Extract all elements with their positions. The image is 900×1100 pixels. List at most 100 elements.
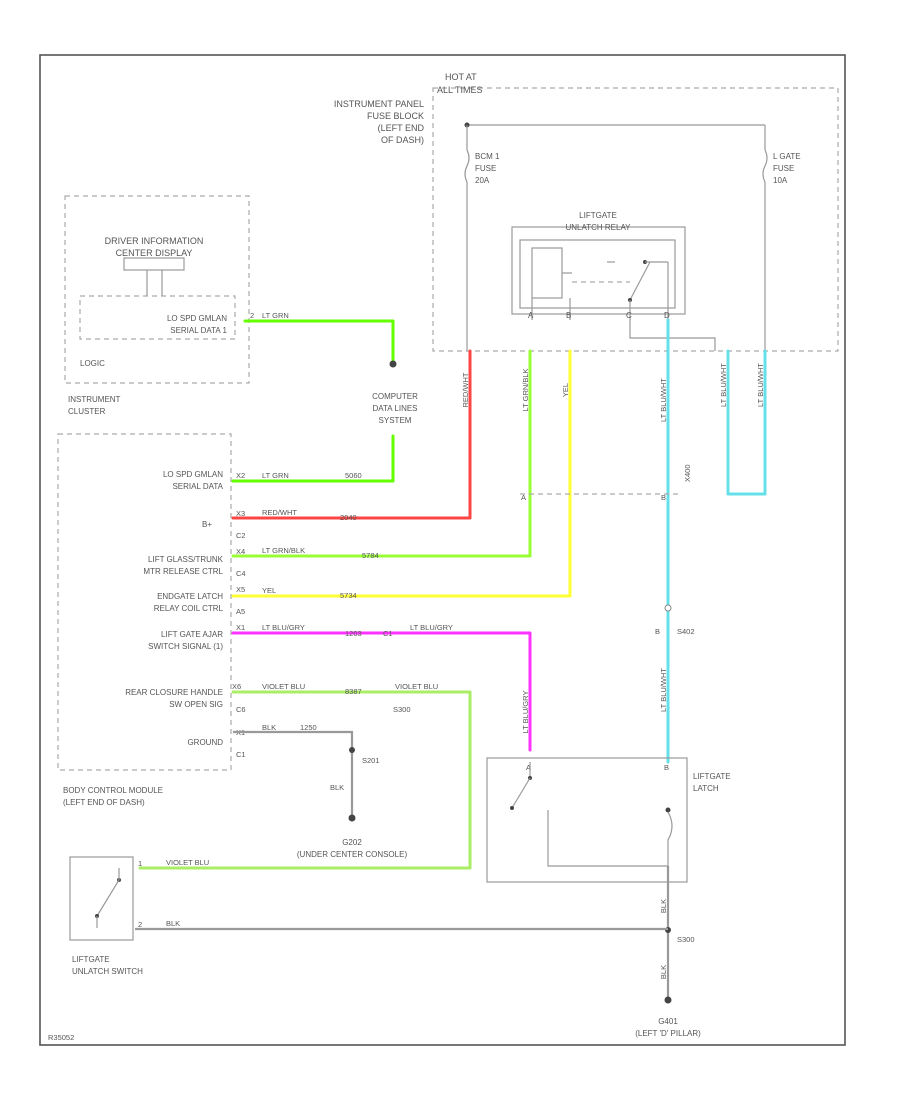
relay-coil <box>531 247 563 299</box>
bcm-pin2-label: B+ <box>202 520 212 529</box>
wire-pink-connector: C1 <box>383 629 393 638</box>
s402-pin: B <box>655 627 660 636</box>
bcm-pin5-label-1: LIFT GATE AJAR <box>161 630 223 639</box>
wire-blk-vertical-label: BLK <box>330 783 344 792</box>
dic-bar <box>123 257 185 271</box>
ip-fuse-block-outline <box>432 87 839 352</box>
diagram-frame <box>39 54 846 1046</box>
x400-pin-b: B <box>661 493 666 502</box>
wire-yellow-label: YEL <box>262 586 276 595</box>
wire-bcm-lo-spd-circ: 5060 <box>345 471 362 480</box>
splice-node-top <box>389 360 397 368</box>
wire-yellow-circ: 5734 <box>340 591 357 600</box>
lgate-fuse-label-1: L GATE <box>773 152 801 161</box>
splice-label-1: COMPUTER <box>372 392 418 401</box>
vert-yel-label: YEL <box>561 383 570 397</box>
relay-label-2: UNLATCH RELAY <box>565 223 631 232</box>
cluster-label-2: CLUSTER <box>68 407 106 416</box>
relay-pin-a: A <box>528 311 534 320</box>
latch-switch-arm <box>511 777 531 809</box>
bcm-pin3b: C4 <box>236 569 246 578</box>
s402-label: S402 <box>677 627 695 636</box>
vert-cyan-label-1: LT BLU/WHT <box>659 378 668 422</box>
wire-sw-violet-label: VIOLET BLU <box>166 858 209 867</box>
g401-label-2: (LEFT 'D' PILLAR) <box>635 1029 701 1038</box>
bcm-pin5-label-2: SWITCH SIGNAL (1) <box>148 642 223 651</box>
splice-label-2: DATA LINES <box>372 404 417 413</box>
x400-pin-a: A <box>521 493 526 502</box>
vert-green-label: LT GRN/BLK <box>521 368 530 411</box>
latch-label-1: LIFTGATE <box>693 772 731 781</box>
dic-label-1: DRIVER INFORMATION <box>105 236 204 246</box>
bcm-pin4: X5 <box>236 585 245 594</box>
ic-lo-spd-label-1: LO SPD GMLAN <box>167 314 227 323</box>
lgate-fuse-label-2: FUSE <box>773 164 794 173</box>
ground-splice-node <box>349 747 355 753</box>
bcm-pin7-label: GROUND <box>187 738 223 747</box>
latch-switch-pivot <box>510 806 514 810</box>
bcm-fuse-label-1: BCM 1 <box>475 152 500 161</box>
wire-red <box>231 349 472 520</box>
relay-pin-b: B <box>566 311 571 320</box>
wire-violet-label: VIOLET BLU <box>262 682 305 691</box>
bcm-pin2b: C2 <box>236 531 246 540</box>
latch-pin-b: B <box>664 763 669 772</box>
relay-label-1: LIFTGATE <box>579 211 617 220</box>
cluster-outline <box>64 195 250 384</box>
relay-pin-d: D <box>664 311 670 320</box>
s201-label: S201 <box>362 756 380 765</box>
hot-at-label: HOT AT <box>445 72 477 82</box>
wire-bcm-lo-spd-label: LT GRN <box>262 471 289 480</box>
wire-green <box>231 349 532 558</box>
logic-label: LOGIC <box>80 359 105 368</box>
relay-c-to-lgate <box>629 320 716 351</box>
unlatch-switch-box <box>69 856 134 941</box>
bcm-pin1-label-2: SERIAL DATA <box>172 482 223 491</box>
relay-inner-box <box>519 239 676 309</box>
wire-green-label: LT GRN/BLK <box>262 546 305 555</box>
vert-blk-label-1: BLK <box>659 899 668 913</box>
wire-red-label: RED/WHT <box>262 508 297 517</box>
bcm-pin6-label-1: REAR CLOSURE HANDLE <box>125 688 223 697</box>
latch-pin-a: A <box>526 763 531 772</box>
bcm-outline <box>57 433 232 771</box>
g202-ground-node <box>348 814 356 822</box>
bcm-pin4-label-2: RELAY COIL CTRL <box>154 604 224 613</box>
wire-green-circ: 5784 <box>362 551 379 560</box>
wire-violet <box>138 690 472 870</box>
latch-switch-return <box>547 810 668 867</box>
wire-violet-circ: 8387 <box>345 687 362 696</box>
wire-bcm-lo-spd <box>231 434 395 483</box>
vert-blk-label-2: BLK <box>659 965 668 979</box>
unlatch-switch-arm <box>96 879 120 917</box>
lgate-fuse-label-3: 10A <box>773 176 788 185</box>
bcm-pin3: X4 <box>236 547 245 556</box>
bcm-pin7b: C1 <box>236 750 246 759</box>
wire-pink-label: LT BLU/GRY <box>262 623 305 632</box>
g202-label-2: (UNDER CENTER CONSOLE) <box>297 850 408 859</box>
bcm-pin3-label-1: LIFT GLASS/TRUNK <box>148 555 224 564</box>
ip-fuse-block-label-2: FUSE BLOCK <box>367 111 424 121</box>
wire-cyan-loop <box>726 349 767 496</box>
bcm-fuse-element <box>464 149 470 183</box>
relay-contact-arm <box>629 261 651 301</box>
cluster-label-1: INSTRUMENT <box>68 395 121 404</box>
bcm-pin3-label-2: MTR RELEASE CTRL <box>143 567 223 576</box>
unlatch-switch-label-1: LIFTGATE <box>72 955 110 964</box>
bcm-pin5: X1 <box>236 623 245 632</box>
vert-cyan-label-3: LT BLU/WHT <box>756 363 765 407</box>
unlatch-switch-pin-1: 1 <box>138 859 142 868</box>
wire-bcm-ground <box>233 730 354 818</box>
vert-red-label: RED/WHT <box>461 372 470 407</box>
ip-fuse-block-label-4: OF DASH) <box>381 135 424 145</box>
bcm-label-1: BODY CONTROL MODULE <box>63 786 163 795</box>
splice-label-3: SYSTEM <box>379 416 412 425</box>
bcm-pin6b: C6 <box>236 705 246 714</box>
bcm-pin6-label-2: SW OPEN SIG <box>169 700 223 709</box>
wire-pink <box>231 631 532 752</box>
relay-outer-box <box>511 226 686 315</box>
bcm-pin4-label-1: ENDGATE LATCH <box>157 592 223 601</box>
ic-pin: 2 <box>250 311 254 320</box>
vert-cyan-label-2: LT BLU/WHT <box>719 363 728 407</box>
